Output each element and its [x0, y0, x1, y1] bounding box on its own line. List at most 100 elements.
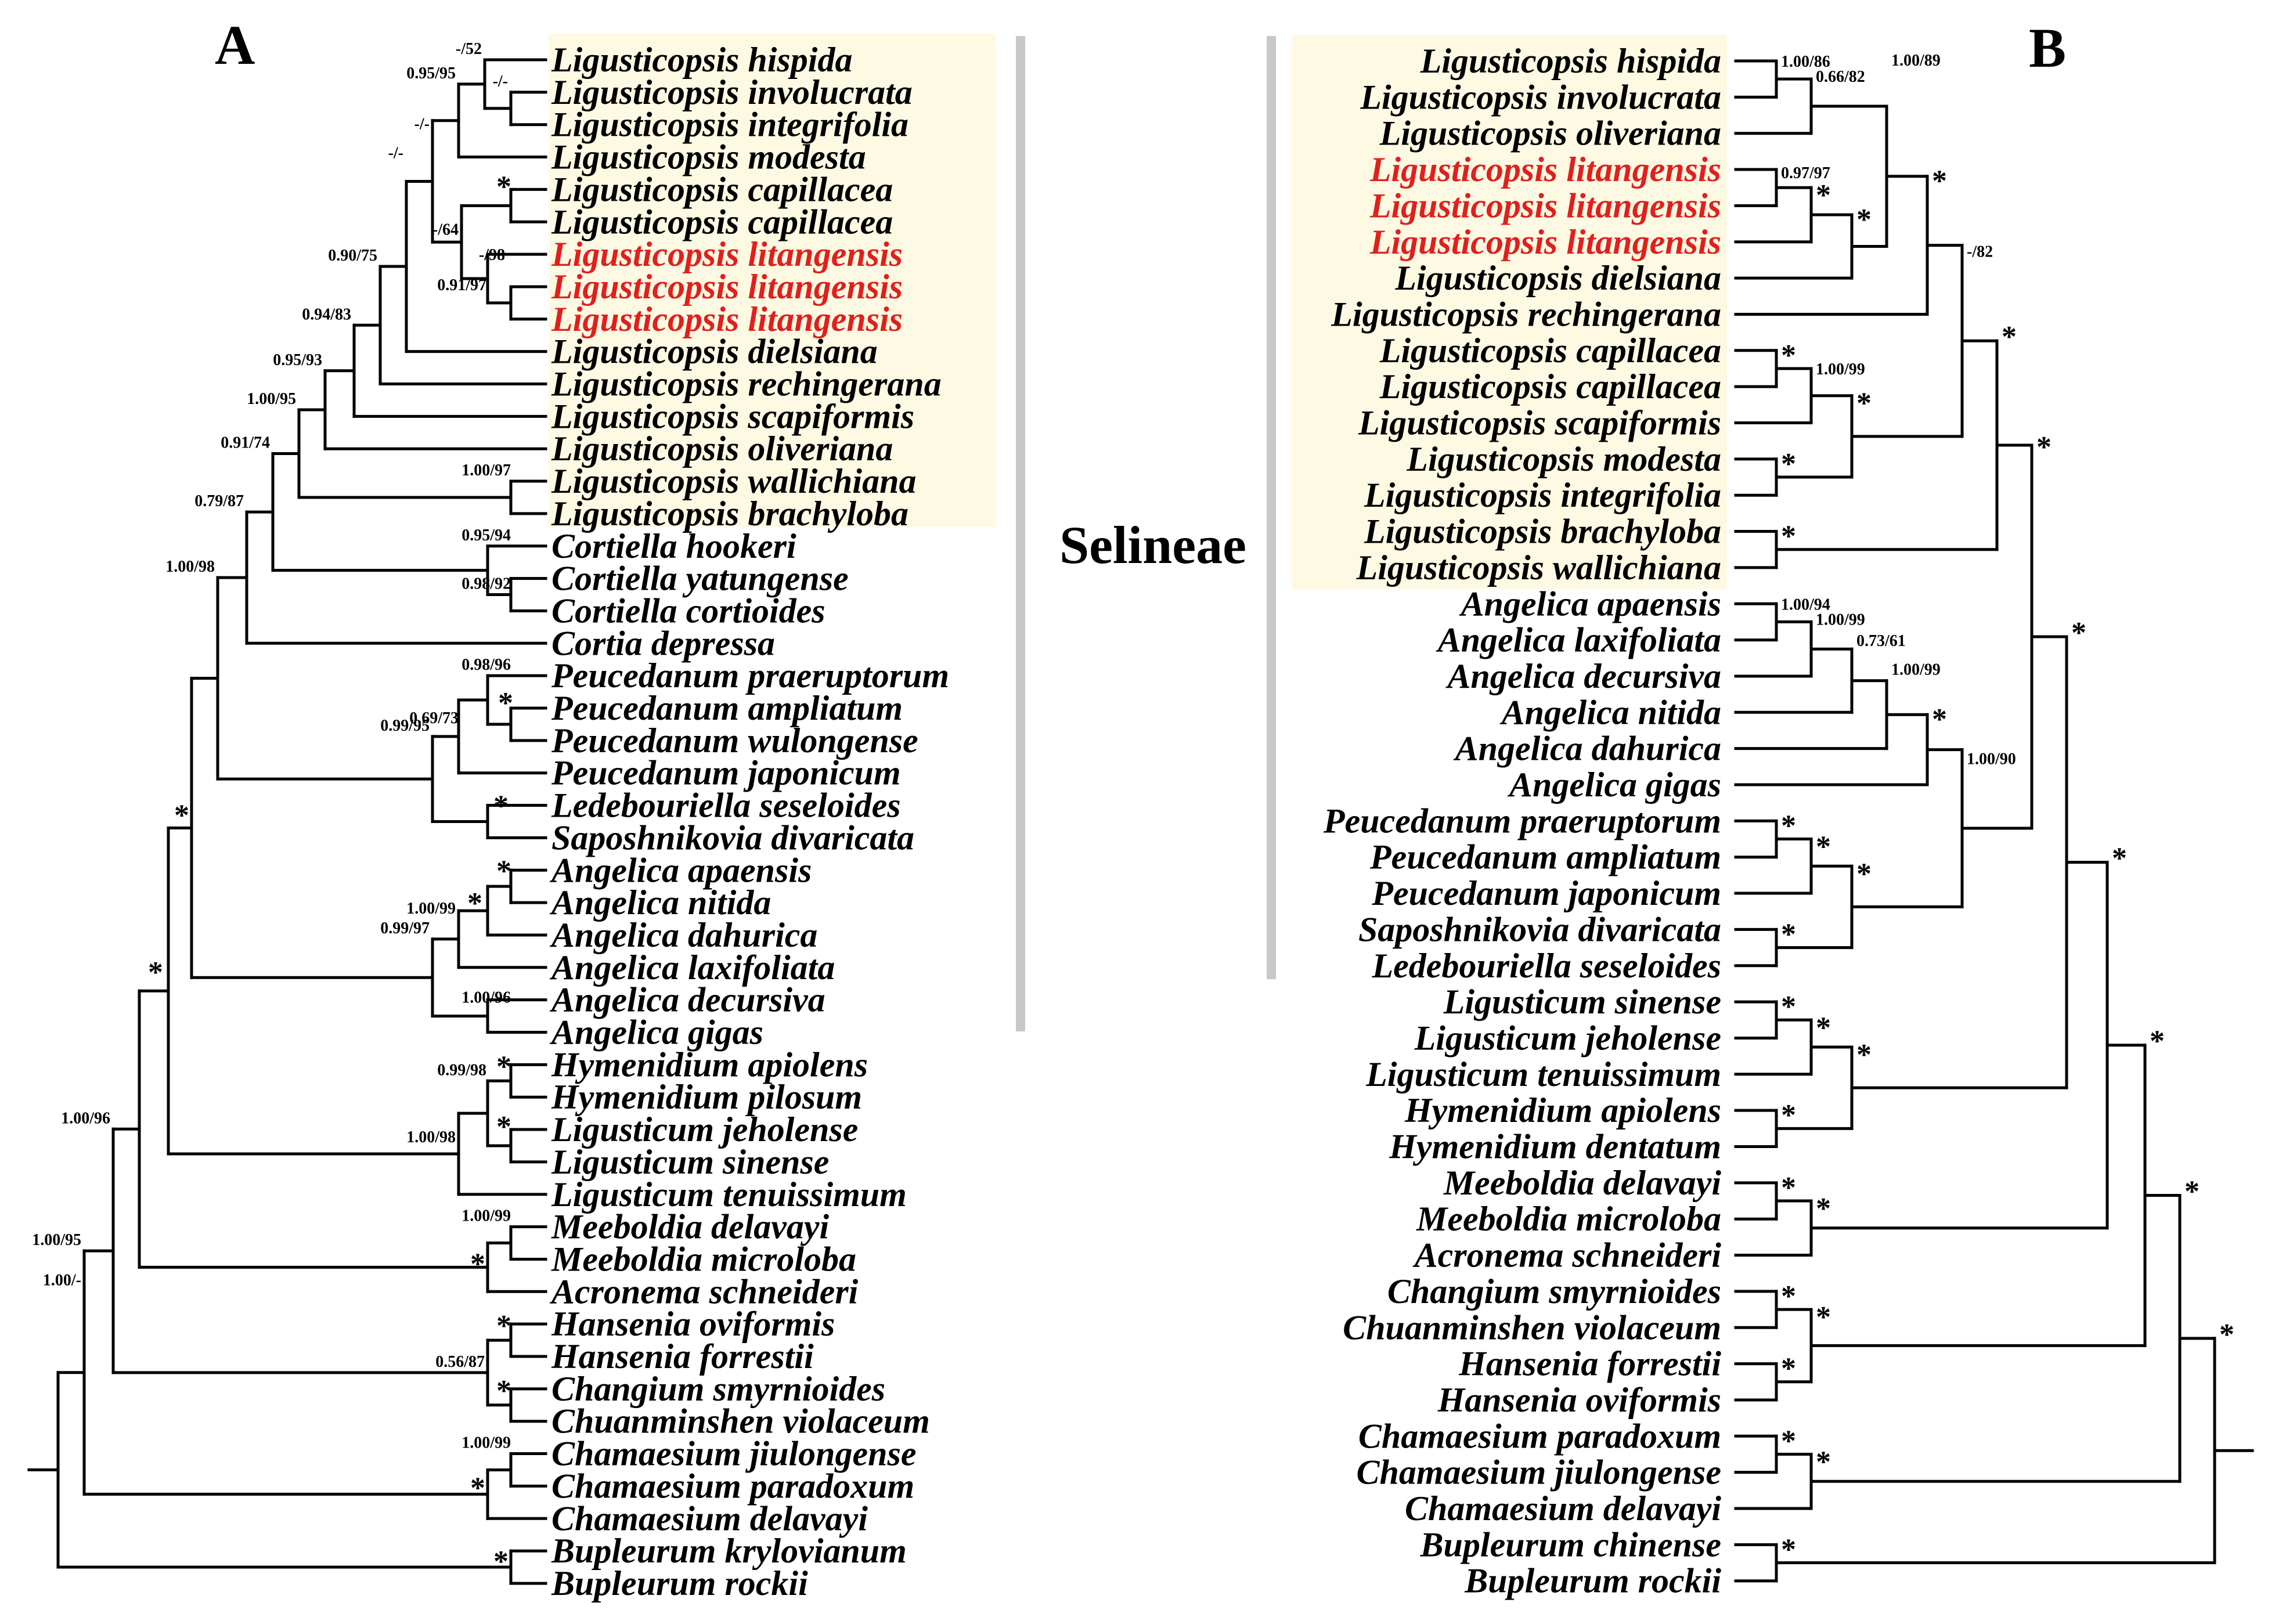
- panel-a-taxon-label: Hymenidium apiolens: [551, 1045, 868, 1084]
- panel-a-full-support-star: *: [496, 1309, 511, 1342]
- panel-a-full-support-star: *: [496, 1110, 511, 1143]
- panel-a-support-label: 0.90/75: [328, 247, 377, 265]
- panel-a-taxon-label: Ligusticum sinense: [551, 1143, 829, 1181]
- panel-a-support-label: 0.95/94: [462, 526, 511, 544]
- panel-a-taxon-label: Cortiella cortioides: [551, 591, 825, 630]
- panel-a-full-support-star: *: [493, 1545, 509, 1578]
- panel-b-full-support-star: *: [1816, 179, 1831, 212]
- panel-b-taxon-label: Angelica decursiva: [1445, 657, 1721, 695]
- panel-a-taxon-label: Angelica nitida: [549, 883, 771, 922]
- panel-b-taxon-label: Hymenidium apiolens: [1404, 1091, 1721, 1129]
- panel-a-taxon-label: Chamaesium paradoxum: [551, 1467, 914, 1505]
- panel-b-taxon-label: Hansenia forrestii: [1458, 1345, 1721, 1383]
- panel-a-taxon-label: Angelica apaensis: [549, 851, 812, 889]
- selineae-clade-label: Selineae: [1059, 515, 1246, 575]
- panel-b-taxon-label: Ligusticopsis litangensis: [1369, 150, 1721, 189]
- panel-a-full-support-star: *: [174, 799, 189, 832]
- panel-b-taxon-label: Ligusticopsis dielsiana: [1394, 259, 1721, 297]
- panel-a-full-support-star: *: [496, 1374, 511, 1408]
- panel-b-taxon-label: Ligusticopsis rechingerana: [1331, 295, 1721, 333]
- panel-b-taxon-label: Meeboldia microloba: [1416, 1200, 1721, 1238]
- panel-a-support-label: -/64: [432, 221, 459, 239]
- panel-b-taxon-label: Angelica apaensis: [1459, 584, 1721, 623]
- panel-b-taxon-label: Ligusticopsis brachyloba: [1364, 513, 1721, 551]
- panel-b-full-support-star: *: [1781, 447, 1796, 481]
- panel-b-taxon-label: Ligusticopsis modesta: [1406, 440, 1721, 478]
- panel-a-support-label: 0.69/73: [409, 709, 459, 727]
- panel-b-full-support-star: *: [2071, 616, 2086, 649]
- panel-a-full-support-star: *: [470, 1471, 485, 1504]
- panel-a-taxon-label: Ligusticopsis involucrata: [551, 73, 913, 111]
- panel-b-taxon-label: Angelica dahurica: [1453, 730, 1721, 768]
- panel-b-full-support-star: *: [2184, 1175, 2200, 1208]
- panel-a-taxon-label: Bupleurum rockii: [551, 1564, 808, 1603]
- panel-b-taxon-label: Peucedanum ampliatum: [1369, 838, 1721, 876]
- panel-a-support-label: 0.91/97: [437, 276, 486, 294]
- panel-b-support-label: 0.66/82: [1816, 68, 1865, 86]
- panel-b-taxon-label: Ligusticopsis hispida: [1420, 42, 1721, 80]
- panel-b-full-support-star: *: [1816, 1301, 1831, 1334]
- panel-a-taxon-label: Hymenidium pilosum: [551, 1078, 862, 1116]
- panel-a-full-support-star: *: [467, 887, 482, 920]
- panel-a-ligusticopsis-highlight: [549, 34, 996, 527]
- panel-b-full-support-star: *: [2150, 1025, 2165, 1058]
- panel-a-support-label: 1.00/98: [165, 558, 215, 576]
- panel-a-taxon-label: Chamaesium delavayi: [551, 1499, 868, 1538]
- panel-b-support-label: 0.97/97: [1781, 164, 1830, 182]
- panel-a-taxon-label: Ligusticopsis scapiformis: [551, 397, 914, 435]
- panel-a-support-label: 0.91/74: [221, 434, 270, 452]
- panel-a-taxon-label: Angelica decursiva: [549, 981, 825, 1019]
- panel-b-support-label: 0.73/61: [1856, 632, 1906, 650]
- panel-b-full-support-star: *: [1781, 1352, 1796, 1385]
- panel-a-taxon-label: Bupleurum krylovianum: [551, 1532, 907, 1570]
- panel-a-support-label: -/98: [479, 246, 505, 264]
- panel-b-support-label: 1.00/90: [1967, 750, 2016, 768]
- panel-b-full-support-star: *: [1816, 831, 1831, 864]
- panel-b-full-support-star: *: [1781, 1424, 1796, 1457]
- panel-a-taxon-label: Ligusticopsis litangensis: [551, 235, 903, 273]
- panel-a-taxon-label: Chuanminshen violaceum: [551, 1402, 930, 1441]
- panel-a-taxon-label: Peucedanum wulongense: [551, 721, 918, 760]
- panel-b-taxon-label: Bupleurum rockii: [1464, 1562, 1721, 1600]
- panel-b-taxon-label: Ligusticopsis scapiformis: [1358, 404, 1721, 442]
- panel-a-taxon-label: Ligusticopsis capillacea: [551, 203, 893, 241]
- panel-b-support-label: 1.00/89: [1891, 52, 1941, 70]
- panel-b-support-label: 1.00/99: [1891, 661, 1941, 679]
- panel-b-taxon-label: Chamaesium delavayi: [1405, 1489, 1721, 1528]
- panel-b-taxon-label: Ligusticopsis involucrata: [1360, 78, 1721, 116]
- panel-b-full-support-star: *: [1856, 857, 1872, 890]
- panel-a-taxon-label: Cortiella yatungense: [551, 560, 849, 598]
- panel-a-support-label: 1.00/97: [462, 461, 511, 479]
- panel-a-full-support-star: *: [496, 854, 511, 887]
- panel-b-support-label: 1.00/86: [1781, 53, 1830, 71]
- panel-b-full-support-star: *: [2112, 842, 2127, 875]
- panel-b-full-support-star: *: [2036, 431, 2052, 464]
- panel-b-taxon-label: Peucedanum praeruptorum: [1323, 802, 1721, 840]
- panel-b-full-support-star: *: [1816, 1011, 1831, 1044]
- text-layer: A B Selineae Ligusticopsis hispidaLigust…: [32, 14, 2234, 1603]
- panel-a-support-label: 1.00/98: [406, 1128, 456, 1146]
- panel-a-taxon-label: Angelica laxifoliata: [549, 948, 835, 987]
- panel-b-full-support-star: *: [1816, 1445, 1831, 1478]
- panel-a-support-label: 0.95/95: [406, 64, 456, 82]
- panel-a-taxon-label: Ligusticopsis integrifolia: [551, 106, 908, 144]
- panel-a-support-label: -/-: [493, 73, 508, 91]
- panel-a-taxon-label: Ligusticum jeholense: [551, 1110, 858, 1149]
- panel-a-full-support-star: *: [496, 170, 511, 203]
- panel-b-taxon-label: Bupleurum chinense: [1420, 1525, 1721, 1564]
- panel-b-taxon-label: Ligusticopsis integrifolia: [1364, 476, 1721, 514]
- panel-a-full-support-star: *: [496, 1050, 511, 1083]
- panel-a-letter: A: [215, 14, 255, 76]
- panel-b-taxon-label: Ligusticopsis wallichiana: [1356, 548, 1721, 587]
- panel-b-taxon-label: Ligusticopsis capillacea: [1379, 331, 1721, 370]
- panel-a-support-label: 0.79/87: [194, 492, 244, 510]
- panel-b-taxon-label: Ligusticopsis oliveriana: [1379, 114, 1721, 153]
- panel-a-support-label: 0.94/83: [302, 305, 351, 323]
- panel-b-taxon-label: Ligusticopsis litangensis: [1369, 186, 1721, 225]
- panel-a-taxon-label: Ligusticopsis litangensis: [551, 300, 903, 338]
- panel-b-support-label: 1.00/94: [1781, 596, 1830, 613]
- panel-a-taxon-label: Peucedanum ampliatum: [551, 689, 903, 727]
- panel-b-taxon-label: Ledebouriella seseloides: [1371, 947, 1721, 985]
- background-layer: [549, 34, 1727, 1031]
